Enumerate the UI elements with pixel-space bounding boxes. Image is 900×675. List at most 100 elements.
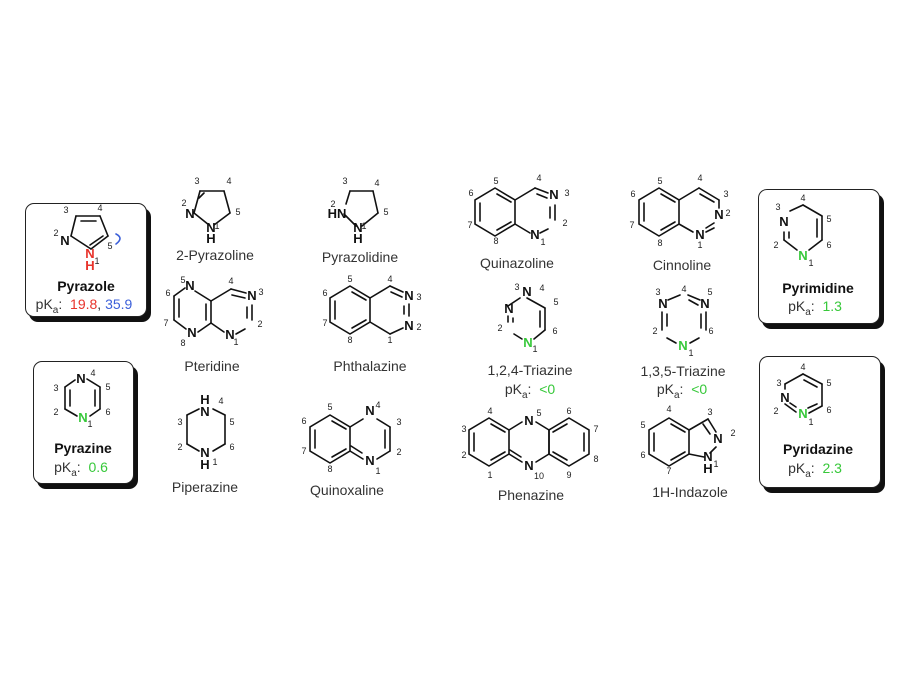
svg-text:2: 2 [497, 323, 502, 333]
pyridazine-box [759, 356, 881, 488]
svg-text:4: 4 [536, 173, 541, 183]
svg-text:4: 4 [97, 203, 102, 213]
pyrimidine-pka: pKa: 1.3 [788, 298, 842, 318]
atom-label: N [353, 220, 362, 235]
atom-label: N [60, 233, 69, 248]
svg-text:6: 6 [229, 442, 234, 452]
svg-text:7: 7 [629, 220, 634, 230]
pyrazolidine-structure [343, 190, 379, 227]
svg-text:3: 3 [258, 287, 263, 297]
svg-text:10: 10 [534, 471, 544, 481]
pyrazine-pka: pKa: 0.6 [54, 459, 108, 479]
svg-text:8: 8 [327, 464, 332, 474]
pyrazolidine-name: Pyrazolidine [321, 249, 399, 265]
pyrimidine-structure [783, 204, 823, 251]
svg-text:4: 4 [228, 276, 233, 286]
quinazoline-structure [474, 187, 556, 237]
svg-text:7: 7 [322, 318, 327, 328]
svg-text:1: 1 [233, 337, 238, 347]
atom-label: N [714, 207, 723, 222]
triazine135-name: 1,3,5-Triazine [640, 363, 726, 379]
svg-text:3: 3 [461, 424, 466, 434]
pteridine-structure [173, 287, 253, 335]
svg-text:4: 4 [539, 283, 544, 293]
pyrimidine-name: Pyrimidine [782, 280, 854, 296]
atom-label: N [779, 214, 788, 229]
svg-text:8: 8 [180, 338, 185, 348]
svg-text:6: 6 [640, 450, 645, 460]
svg-text:2: 2 [330, 199, 335, 209]
atom-label: N [225, 327, 234, 342]
atom-label-basic: N [798, 406, 807, 421]
phenazine-name: Phenazine [497, 487, 565, 503]
pyrazole-pka: pKa: 19.8, 35.9 [35, 296, 133, 316]
atom-label: N [247, 288, 256, 303]
atom-label: N [76, 371, 85, 386]
svg-text:5: 5 [493, 176, 498, 186]
atom-label: N [365, 403, 374, 418]
atom-label: N [365, 453, 374, 468]
svg-text:3: 3 [342, 176, 347, 186]
triazine124-name: 1,2,4-Triazine [487, 362, 573, 378]
svg-text:5: 5 [640, 420, 645, 430]
svg-text:9: 9 [566, 470, 571, 480]
atom-label: N [185, 206, 194, 221]
atom-label: N [695, 227, 704, 242]
pyrimidine-box [758, 189, 880, 324]
svg-text:5: 5 [107, 241, 112, 251]
svg-text:3: 3 [396, 417, 401, 427]
svg-text:5: 5 [229, 417, 234, 427]
svg-text:6: 6 [826, 240, 831, 250]
pyridazine-pka: pKa: 2.3 [788, 460, 842, 480]
heteroatom-labels: N N H N N H HN N H N N N N N N N N N N [60, 187, 807, 476]
svg-text:5: 5 [826, 214, 831, 224]
svg-text:3: 3 [707, 407, 712, 417]
triazine135-pka: pKa: <0 [656, 381, 708, 401]
svg-text:1: 1 [808, 258, 813, 268]
svg-text:2: 2 [725, 208, 730, 218]
atom-label: N [530, 227, 539, 242]
svg-text:1: 1 [540, 237, 545, 247]
indazole-name: 1H-Indazole [652, 484, 728, 500]
svg-text:6: 6 [552, 326, 557, 336]
svg-text:2: 2 [181, 198, 186, 208]
atom-label: H [703, 461, 712, 476]
cinnoline-structure [638, 187, 720, 237]
indazole-structure [648, 417, 717, 467]
svg-text:6: 6 [322, 288, 327, 298]
atom-label: N [200, 404, 209, 419]
atom-label: N [504, 301, 513, 316]
atom-label-acidic: N [85, 246, 94, 261]
svg-text:5: 5 [553, 297, 558, 307]
atom-label: N [780, 390, 789, 405]
atom-label: N [404, 318, 413, 333]
atom-label-basic: N [523, 335, 532, 350]
svg-text:3: 3 [776, 378, 781, 388]
svg-text:5: 5 [235, 207, 240, 217]
pyrazine-structure [64, 378, 101, 417]
svg-text:4: 4 [697, 173, 702, 183]
atom-label-acidic: H [85, 258, 94, 273]
svg-text:2: 2 [416, 322, 421, 332]
svg-text:6: 6 [708, 326, 713, 336]
svg-text:8: 8 [657, 238, 662, 248]
svg-text:6: 6 [301, 416, 306, 426]
svg-text:3: 3 [416, 292, 421, 302]
svg-text:4: 4 [487, 406, 492, 416]
atom-label: N [522, 284, 531, 299]
pyrazoline-structure [193, 190, 231, 226]
svg-text:5: 5 [180, 275, 185, 285]
pyrazoline-name: 2-Pyrazoline [176, 247, 254, 263]
quinoxaline-structure [309, 414, 391, 464]
svg-text:3: 3 [775, 202, 780, 212]
svg-text:8: 8 [593, 454, 598, 464]
svg-text:5: 5 [536, 408, 541, 418]
pyrazine-name: Pyrazine [54, 440, 112, 456]
svg-text:8: 8 [347, 335, 352, 345]
svg-text:5: 5 [707, 287, 712, 297]
atom-label-basic: N [798, 248, 807, 263]
atom-label-basic: N [78, 410, 87, 425]
phthalazine-name: Phthalazine [333, 358, 407, 374]
